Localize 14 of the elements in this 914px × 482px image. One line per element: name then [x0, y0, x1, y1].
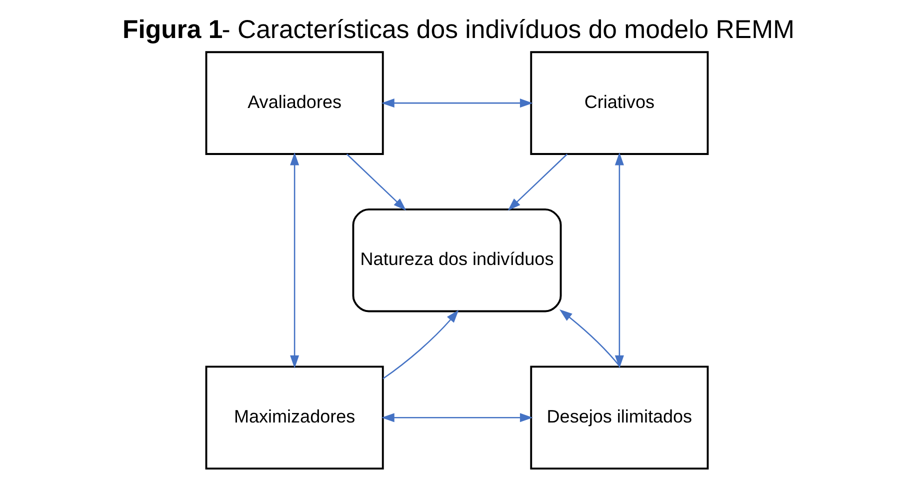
arrow	[290, 152, 300, 368]
diagram-title: Figura 1- Características dos indivíduos do modelo REMM	[122, 16, 795, 44]
node-box: Desejos ilimitados	[530, 366, 709, 470]
arrow	[382, 310, 459, 380]
arrow	[346, 154, 406, 211]
node-box: Natureza dos indivíduos	[352, 208, 562, 312]
node-box: Avaliadores	[205, 51, 384, 155]
node-box: Maximizadores	[205, 366, 384, 470]
node-box: Criativos	[530, 51, 709, 155]
arrow	[614, 152, 624, 368]
arrow	[508, 154, 568, 211]
arrow	[381, 98, 533, 108]
arrow	[559, 309, 620, 368]
arrow	[381, 413, 533, 422]
